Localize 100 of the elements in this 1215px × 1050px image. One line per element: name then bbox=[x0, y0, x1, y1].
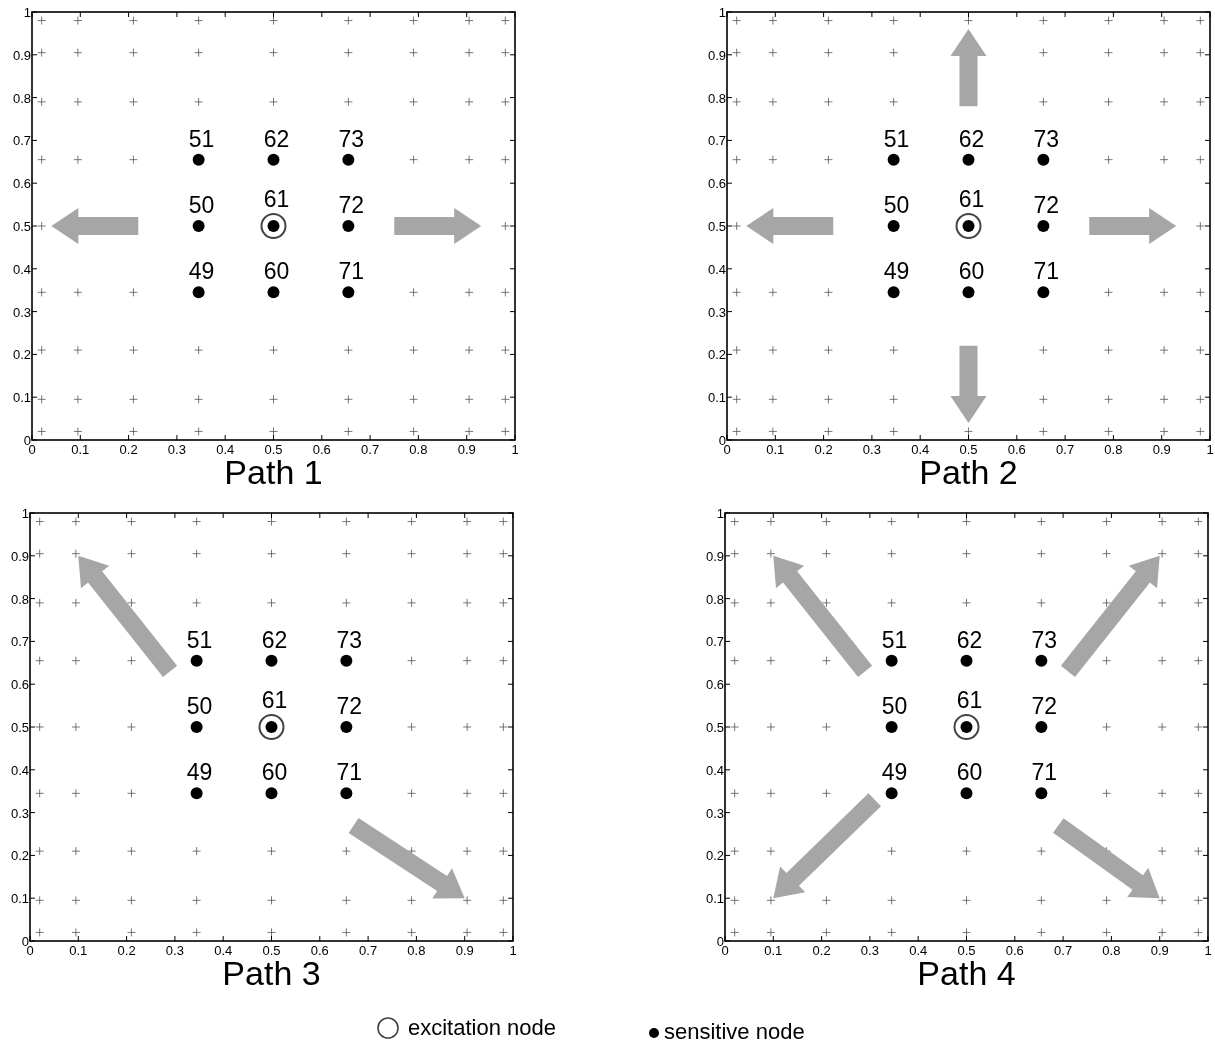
axis-tick-label: 0.4 bbox=[214, 944, 233, 957]
axis-tick-label: 0.4 bbox=[10, 763, 29, 777]
axis-tick-label: 0.1 bbox=[71, 443, 90, 456]
axis-tick-label: 0.2 bbox=[814, 443, 833, 456]
axis-tick-label: 0.8 bbox=[407, 944, 426, 957]
axis-tick-label: 0.3 bbox=[10, 806, 29, 820]
node-number: 61 bbox=[958, 188, 985, 211]
axis-tick-label: 0.5 bbox=[264, 443, 283, 456]
axis-tick-label: 0.1 bbox=[12, 390, 31, 404]
axis-tick-label: 0.9 bbox=[455, 944, 474, 957]
node-number: 61 bbox=[261, 689, 288, 712]
axis-tick-label: 0.8 bbox=[10, 592, 29, 606]
axis-tick-label: 0.7 bbox=[10, 634, 29, 648]
node-number: 71 bbox=[336, 761, 363, 785]
axis-tick-label: 0.4 bbox=[911, 443, 930, 456]
node-number: 62 bbox=[261, 628, 288, 652]
axis-tick-label: 0.5 bbox=[12, 219, 31, 233]
axis-tick-label: 0.7 bbox=[361, 443, 380, 456]
axis-tick-label: 0.7 bbox=[705, 634, 724, 648]
axis-tick-label: 0.6 bbox=[10, 677, 29, 691]
node-number: 73 bbox=[336, 628, 363, 652]
axis-tick-label: 0.9 bbox=[12, 48, 31, 62]
panel-caption: Path 2 bbox=[919, 455, 1018, 489]
node-number: 51 bbox=[883, 127, 910, 151]
axis-tick-label: 0.9 bbox=[457, 443, 476, 456]
axis-tick-label: 1 bbox=[718, 5, 726, 19]
axis-tick-label: 0.6 bbox=[1005, 944, 1024, 957]
axis-tick-label: 0.6 bbox=[12, 176, 31, 190]
axis-tick-label: 0.2 bbox=[119, 443, 138, 456]
node-number: 62 bbox=[956, 628, 983, 652]
axis-tick-label: 0.5 bbox=[707, 219, 726, 233]
axis-tick-label: 0.8 bbox=[705, 592, 724, 606]
axis-tick-label: 0.9 bbox=[707, 48, 726, 62]
axis-tick-label: 0.5 bbox=[10, 720, 29, 734]
node-number: 73 bbox=[338, 127, 365, 151]
node-number: 73 bbox=[1031, 628, 1058, 652]
axis-tick-label: 0.9 bbox=[10, 549, 29, 563]
axis-tick-label: 0.3 bbox=[707, 305, 726, 319]
node-number: 49 bbox=[188, 260, 215, 284]
axis-tick-label: 1 bbox=[511, 443, 519, 456]
axis-tick-label: 1 bbox=[1204, 944, 1212, 957]
panel-caption: Path 1 bbox=[224, 455, 323, 489]
axis-tick-label: 0.5 bbox=[957, 944, 976, 957]
axis-tick-label: 0.1 bbox=[69, 944, 88, 957]
axis-tick-label: 0.2 bbox=[707, 347, 726, 361]
axis-tick-label: 0.5 bbox=[705, 720, 724, 734]
node-number: 73 bbox=[1033, 127, 1060, 151]
node-number: 50 bbox=[186, 695, 213, 718]
node-number: 60 bbox=[263, 260, 290, 284]
axis-tick-label: 0.6 bbox=[707, 176, 726, 190]
axis-tick-label: 0.6 bbox=[310, 944, 329, 957]
node-number: 72 bbox=[1031, 695, 1058, 718]
node-number: 51 bbox=[881, 628, 908, 652]
axis-tick-label: 0.1 bbox=[707, 390, 726, 404]
axis-tick-label: 0.3 bbox=[705, 806, 724, 820]
node-number: 60 bbox=[958, 260, 985, 284]
axis-tick-label: 0.2 bbox=[812, 944, 831, 957]
axis-tick-label: 0.8 bbox=[707, 91, 726, 105]
axis-tick-label: 0.3 bbox=[12, 305, 31, 319]
axis-tick-label: 0.4 bbox=[707, 262, 726, 276]
node-number: 72 bbox=[1033, 194, 1060, 217]
node-number: 60 bbox=[956, 761, 983, 785]
panel-caption: Path 3 bbox=[222, 956, 321, 990]
axis-tick-label: 0.8 bbox=[1104, 443, 1123, 456]
axis-tick-label: 0.9 bbox=[705, 549, 724, 563]
axis-tick-label: 0.5 bbox=[262, 944, 281, 957]
node-number: 71 bbox=[1033, 260, 1060, 284]
node-number: 60 bbox=[261, 761, 288, 785]
axis-tick-label: 0.1 bbox=[764, 944, 783, 957]
node-number: 61 bbox=[956, 689, 983, 712]
axis-tick-label: 0.4 bbox=[12, 262, 31, 276]
legend-text: sensitive node bbox=[664, 1021, 805, 1043]
axis-tick-label: 0.6 bbox=[1007, 443, 1026, 456]
axis-tick-label: 0.7 bbox=[1056, 443, 1075, 456]
node-number: 71 bbox=[1031, 761, 1058, 785]
axis-tick-label: 0.7 bbox=[359, 944, 378, 957]
node-number: 71 bbox=[338, 260, 365, 284]
axis-tick-label: 0.4 bbox=[909, 944, 928, 957]
node-number: 50 bbox=[881, 695, 908, 718]
axis-tick-label: 1 bbox=[21, 506, 29, 520]
node-number: 49 bbox=[186, 761, 213, 785]
axis-tick-label: 0.4 bbox=[216, 443, 235, 456]
axis-tick-label: 0.8 bbox=[12, 91, 31, 105]
axis-tick-label: 1 bbox=[716, 506, 724, 520]
axis-tick-label: 0.8 bbox=[409, 443, 428, 456]
axis-tick-label: 0.3 bbox=[167, 443, 186, 456]
axis-tick-label: 0.3 bbox=[860, 944, 879, 957]
axis-tick-label: 0.1 bbox=[766, 443, 785, 456]
axis-tick-label: 0.2 bbox=[10, 848, 29, 862]
axis-tick-label: 0.7 bbox=[1054, 944, 1073, 957]
axis-tick-label: 0.2 bbox=[12, 347, 31, 361]
panel-caption: Path 4 bbox=[917, 956, 1016, 990]
axis-tick-label: 0.6 bbox=[312, 443, 331, 456]
axis-tick-label: 0.2 bbox=[705, 848, 724, 862]
axis-tick-label: 0.2 bbox=[117, 944, 136, 957]
axis-tick-label: 0.3 bbox=[862, 443, 881, 456]
legend-text: excitation node bbox=[408, 1017, 556, 1039]
axis-tick-label: 0.8 bbox=[1102, 944, 1121, 957]
axis-tick-label: 0.9 bbox=[1152, 443, 1171, 456]
axis-tick-label: 1 bbox=[1206, 443, 1214, 456]
